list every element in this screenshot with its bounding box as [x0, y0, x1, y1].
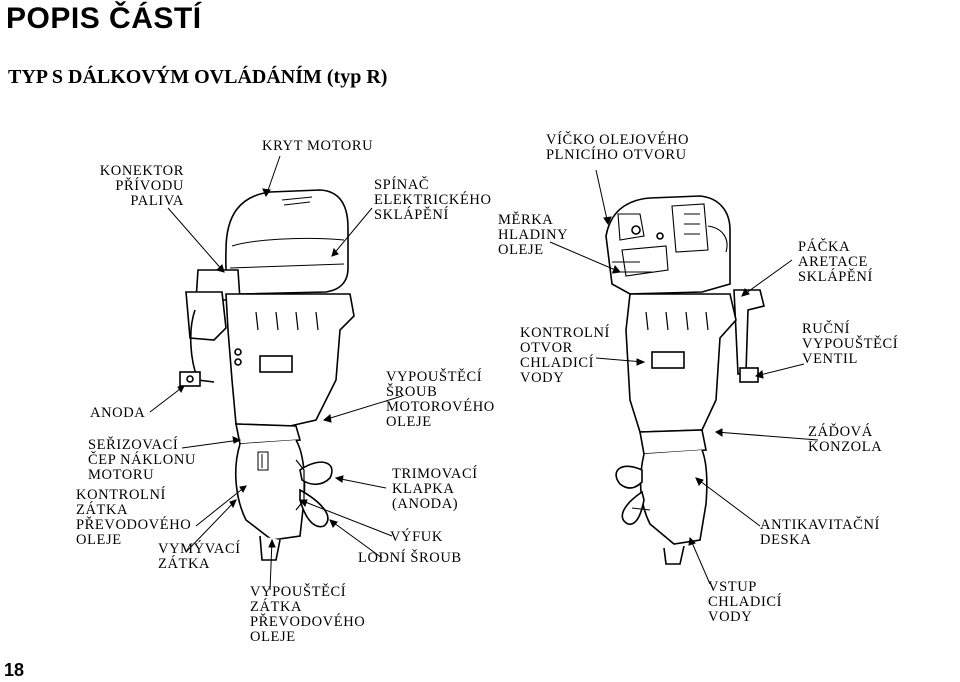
- label-trim-tab: TRIMOVACÍ KLAPKA (ANODA): [392, 466, 478, 512]
- page-number: 18: [4, 660, 25, 680]
- label-power-tilt-switch: SPÍNAČ ELEKTRICKÉHO SKLÁPĚNÍ: [374, 177, 492, 223]
- label-propeller: LODNÍ ŠROUB: [358, 550, 462, 566]
- label-exhaust: VÝFUK: [390, 529, 443, 545]
- label-cooling-water-intake: VSTUP CHLADICÍ VODY: [708, 579, 783, 625]
- label-oil-dipstick: MĚRKA HLADINY OLEJE: [498, 212, 569, 258]
- label-stern-bracket: ZÁĎOVÁ KONZOLA: [808, 424, 883, 455]
- page-title: POPIS ČÁSTÍ: [6, 2, 202, 35]
- leader-lines: [149, 155, 819, 591]
- left-motor-drawing: [179, 189, 355, 561]
- page-subtitle: TYP S DÁLKOVÝM OVLÁDÁNÍM (typ R): [8, 66, 388, 88]
- right-motor-drawing: [605, 195, 765, 565]
- label-engine-oil-drain-bolt: VYPOUŠTĚCÍ ŠROUB MOTOROVÉHO OLEJE: [386, 369, 495, 430]
- label-gear-oil-check-plug: KONTROLNÍ ZÁTKA PŘEVODOVÉHO OLEJE: [76, 487, 192, 548]
- label-cooling-water-check-hole: KONTROLNÍ OTVOR CHLADICÍ VODY: [520, 325, 610, 386]
- label-tilt-adjustment-pin: SEŘIZOVACÍ ČEP NÁKLONU MOTORU: [88, 437, 196, 483]
- label-flushing-plug: VYMÝVACÍ ZÁTKA: [158, 541, 241, 572]
- label-anode: ANODA: [90, 405, 146, 421]
- label-fuel-connector: KONEKTOR PŘÍVODU PALIVA: [99, 163, 184, 209]
- label-gear-oil-drain-plug: VYPOUŠTĚCÍ ZÁTKA PŘEVODOVÉHO OLEJE: [250, 584, 366, 645]
- label-oil-filler-cap: VÍČKO OLEJOVÉHO PLNICÍHO OTVORU: [546, 132, 690, 163]
- label-manual-relief-valve: RUČNÍ VYPOUŠTĚCÍ VENTIL: [802, 321, 899, 367]
- label-anti-cavitation-plate: ANTIKAVITAČNÍ DESKA: [760, 517, 880, 548]
- label-tilt-lock-lever: PÁČKA ARETACE SKLÁPĚNÍ: [798, 239, 873, 285]
- label-engine-cover: KRYT MOTORU: [262, 138, 374, 154]
